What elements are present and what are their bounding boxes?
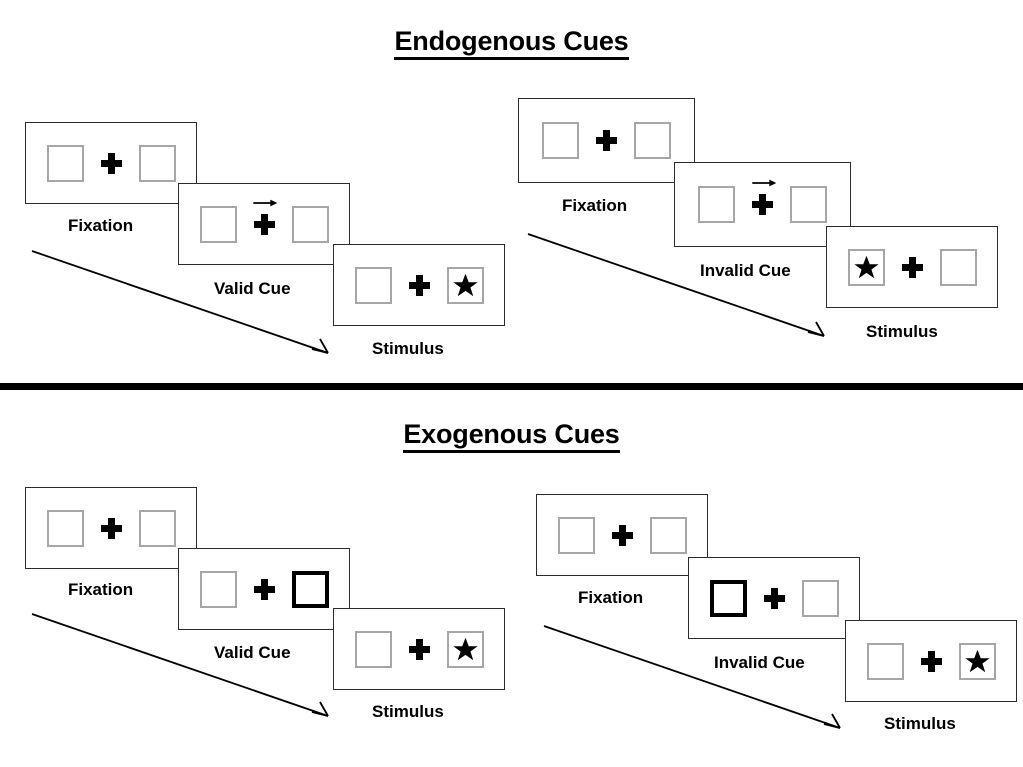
section-title-endogenous-text: Endogenous Cues — [394, 26, 629, 60]
panel-label-endogenous-invalid-fixation: Fixation — [562, 196, 628, 215]
cue-holder — [408, 638, 430, 660]
panel-inner — [199, 199, 329, 243]
right-box[interactable] — [634, 122, 671, 159]
fixation-cross-icon — [596, 130, 617, 151]
panel-endogenous-invalid-cue[interactable] — [674, 162, 851, 247]
panel-label-exogenous-valid-stimulus: Stimulus — [372, 702, 444, 721]
section-title-exogenous: Exogenous Cues — [0, 419, 1023, 453]
panel-label-exogenous-valid-cue: Valid Cue — [214, 643, 291, 662]
fixation-cross-icon — [752, 194, 773, 215]
fixation-cross-icon — [901, 256, 923, 278]
star-target-icon — [853, 255, 879, 278]
cue-holder — [100, 517, 122, 539]
cue-holder — [611, 524, 633, 546]
left-box[interactable] — [847, 248, 885, 286]
cue-holder — [596, 130, 617, 151]
panel-exogenous-valid-fixation[interactable] — [25, 487, 197, 569]
panel-label-exogenous-invalid-fixation: Fixation — [578, 588, 644, 607]
panel-inner — [709, 579, 839, 617]
panel-endogenous-valid-cue[interactable] — [178, 183, 350, 265]
left-box[interactable] — [866, 642, 904, 680]
left-box[interactable] — [46, 144, 84, 182]
fixation-cross-icon — [408, 274, 430, 296]
time-arrow-endogenous-right — [527, 233, 825, 337]
panel-exogenous-invalid-stimulus[interactable] — [845, 620, 1017, 702]
fixation-cross-icon — [611, 524, 633, 546]
panel-inner — [199, 570, 329, 608]
fixation-cross-icon — [253, 578, 275, 600]
star-target-icon — [452, 637, 478, 660]
panel-exogenous-valid-cue[interactable] — [178, 548, 350, 630]
cue-holder — [751, 179, 776, 215]
panel-inner — [866, 642, 996, 680]
left-box-cued[interactable] — [709, 579, 747, 617]
panel-inner — [46, 144, 176, 182]
panel-exogenous-valid-stimulus[interactable] — [333, 608, 505, 690]
right-box[interactable] — [291, 205, 329, 243]
right-box[interactable] — [958, 642, 996, 680]
cue-holder — [253, 199, 278, 235]
cue-holder — [408, 274, 430, 296]
panel-endogenous-invalid-fixation[interactable] — [518, 98, 695, 183]
cue-holder — [901, 256, 923, 278]
cue-holder — [920, 650, 942, 672]
left-box[interactable] — [354, 630, 392, 668]
time-arrow-endogenous-left — [31, 250, 329, 354]
time-arrow-exogenous-left — [31, 613, 329, 717]
panel-label-exogenous-invalid-cue: Invalid Cue — [714, 653, 805, 672]
panel-exogenous-invalid-fixation[interactable] — [536, 494, 708, 576]
cue-holder — [100, 152, 122, 174]
panel-inner — [557, 516, 687, 554]
arrow-right-cue-icon — [253, 199, 278, 206]
left-box[interactable] — [557, 516, 595, 554]
left-box[interactable] — [46, 509, 84, 547]
panel-inner — [354, 266, 484, 304]
panel-exogenous-invalid-cue[interactable] — [688, 557, 860, 639]
panel-inner — [354, 630, 484, 668]
panel-endogenous-valid-stimulus[interactable] — [333, 244, 505, 326]
left-box[interactable] — [199, 570, 237, 608]
panel-endogenous-invalid-stimulus[interactable] — [826, 226, 998, 308]
right-box[interactable] — [446, 266, 484, 304]
fixation-cross-icon — [920, 650, 942, 672]
star-target-icon — [964, 649, 990, 672]
panel-label-endogenous-valid-cue: Valid Cue — [214, 279, 291, 298]
left-box[interactable] — [354, 266, 392, 304]
time-arrow-exogenous-right — [543, 625, 841, 729]
panel-label-endogenous-valid-stimulus: Stimulus — [372, 339, 444, 358]
right-box[interactable] — [939, 248, 977, 286]
star-target-icon — [452, 273, 478, 296]
fixation-cross-icon — [100, 152, 122, 174]
panel-inner — [847, 248, 977, 286]
right-box[interactable] — [138, 144, 176, 182]
left-box[interactable] — [542, 122, 579, 159]
panel-inner — [698, 179, 827, 223]
section-title-exogenous-text: Exogenous Cues — [403, 419, 620, 453]
right-box[interactable] — [801, 579, 839, 617]
panel-endogenous-valid-fixation[interactable] — [25, 122, 197, 204]
panel-label-exogenous-invalid-stimulus: Stimulus — [884, 714, 956, 733]
cue-holder — [253, 578, 275, 600]
right-box[interactable] — [790, 186, 827, 223]
panel-label-endogenous-invalid-stimulus: Stimulus — [866, 322, 938, 341]
right-box[interactable] — [446, 630, 484, 668]
section-divider — [0, 383, 1023, 390]
panel-label-endogenous-invalid-cue: Invalid Cue — [700, 261, 791, 280]
fixation-cross-icon — [100, 517, 122, 539]
panel-label-exogenous-valid-fixation: Fixation — [68, 580, 134, 599]
fixation-cross-icon — [408, 638, 430, 660]
panel-label-endogenous-valid-fixation: Fixation — [68, 216, 134, 235]
fixation-cross-icon — [253, 213, 275, 235]
right-box-cued[interactable] — [291, 570, 329, 608]
arrow-right-cue-icon — [751, 179, 776, 187]
panel-inner — [46, 509, 176, 547]
right-box[interactable] — [649, 516, 687, 554]
left-box[interactable] — [199, 205, 237, 243]
left-box[interactable] — [698, 186, 735, 223]
fixation-cross-icon — [763, 587, 785, 609]
cue-holder — [763, 587, 785, 609]
right-box[interactable] — [138, 509, 176, 547]
panel-inner — [542, 122, 671, 159]
section-title-endogenous: Endogenous Cues — [0, 26, 1023, 60]
